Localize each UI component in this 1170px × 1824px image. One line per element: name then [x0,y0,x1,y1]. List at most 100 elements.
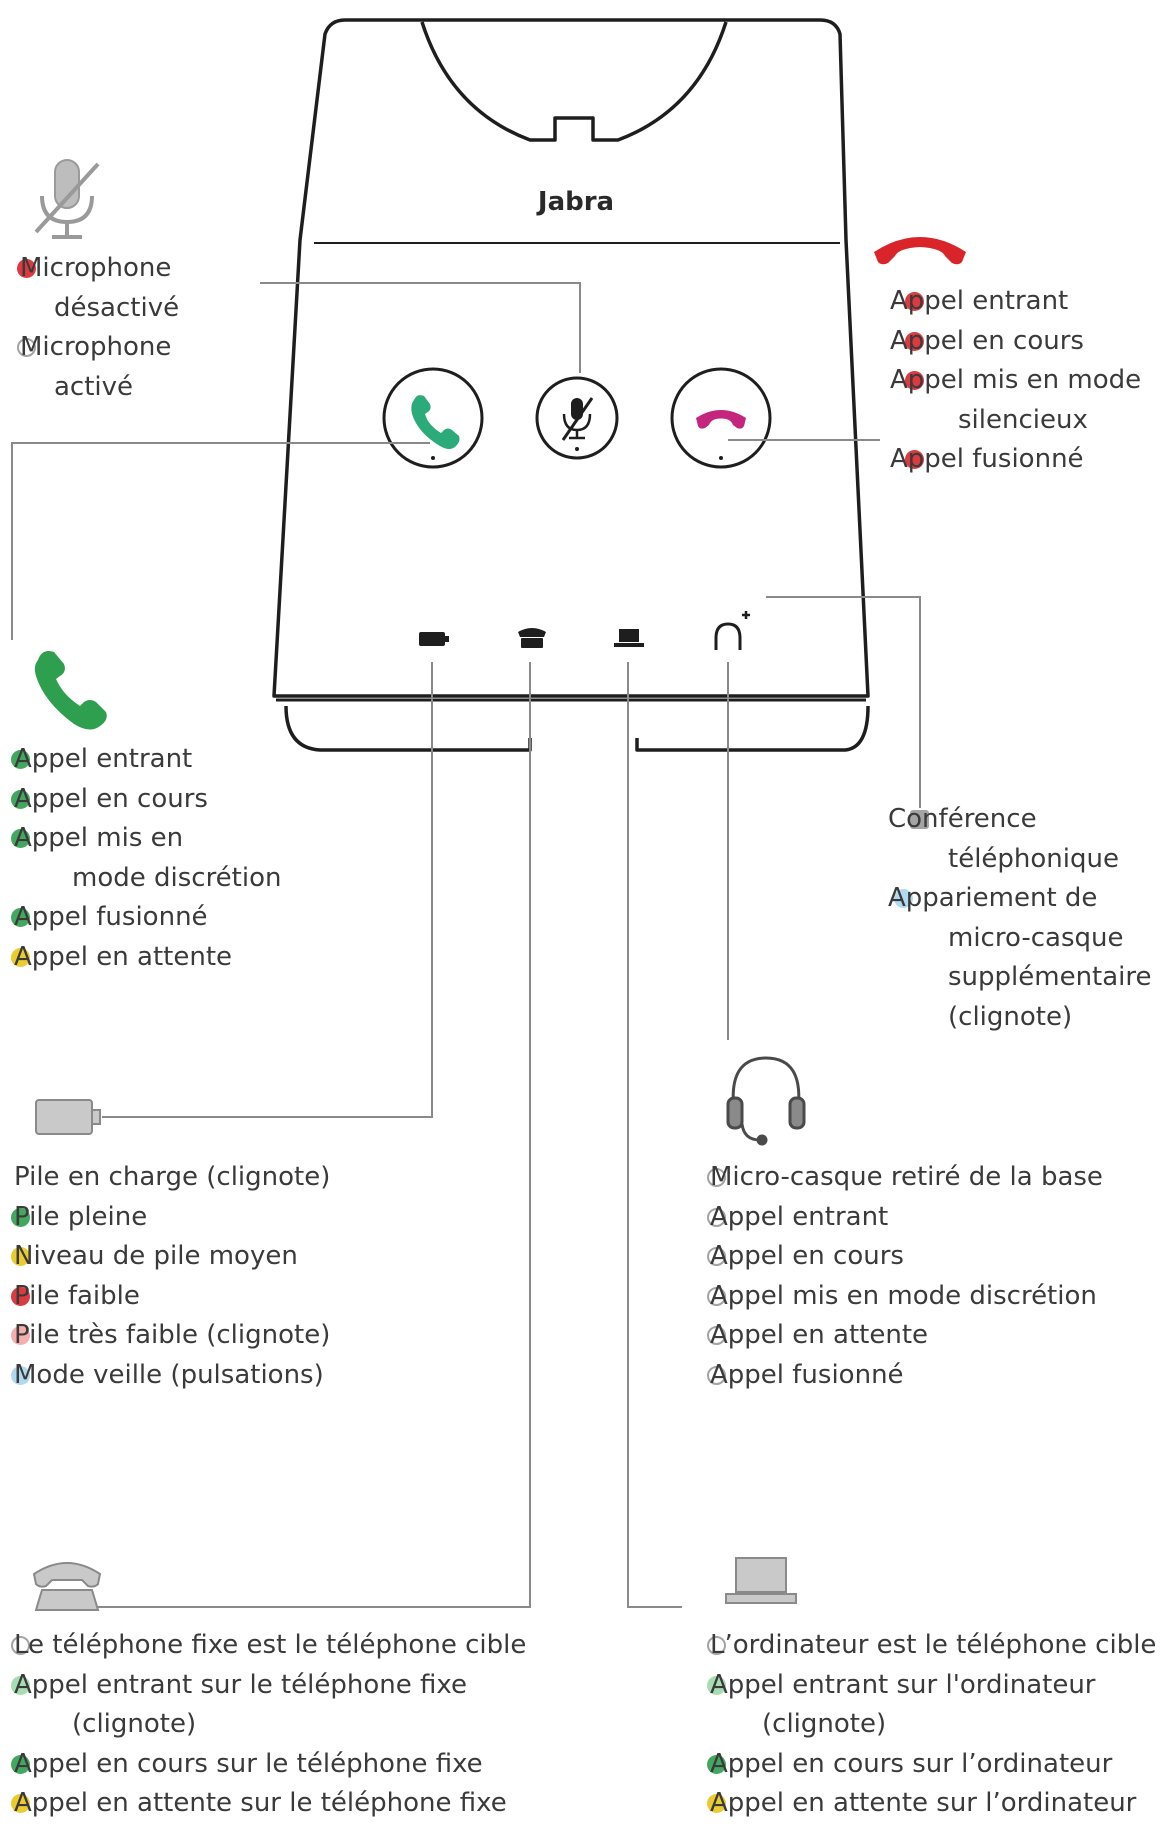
legend-item: Conférence téléphonique [888,804,1119,874]
headset-indicator-icon [714,611,750,650]
led-red [11,1286,30,1306]
legend-item: Appel en cours sur le téléphone fixe [11,1745,526,1785]
led-red [17,259,36,278]
legend-item: Microphone activé [17,328,179,407]
legend-item: Appel fusionné [11,898,282,938]
deskphone-legend-icon [32,1562,102,1611]
base-station-outline [272,18,870,698]
headset-cradle [420,21,728,142]
legend-item: Micro-casque retiré de la base [707,1158,1103,1198]
led-off [707,1286,726,1306]
led-gray [910,810,929,829]
led-yellow [707,1794,726,1813]
led-red [905,371,924,390]
led-green [11,750,30,769]
legend-item: Le téléphone fixe est le téléphone cible [11,1626,526,1666]
led-green [11,1207,30,1227]
led-off [17,338,36,357]
mute-button [535,376,619,460]
right-foot [635,705,870,752]
legend-item: Mode veille (pulsations) [11,1356,330,1396]
legend-item: Appel fusionné [707,1356,1103,1396]
led-green [11,829,30,848]
legend-item: Pile pleine [11,1198,330,1238]
legend-item: Appel en cours [11,780,282,820]
led-green [11,1754,30,1774]
legend-item: Appel en cours sur l’ordinateur [707,1745,1156,1785]
deskphone-leader [98,662,531,1608]
base-station [272,18,870,752]
legend-item: Pile faible [11,1277,330,1317]
legend-answer-call: Appel entrant Appel en cours Appel mis e… [11,740,282,978]
led-yellow [11,1247,30,1266]
led-red [905,331,924,351]
legend-item: Appel entrant sur le téléphone fixe (cli… [11,1666,526,1745]
led-red [905,450,924,469]
battery-leader [102,662,433,1118]
legend-item: Appel en attente [707,1316,1103,1356]
legend-item: Appel en cours [890,325,1084,356]
legend-item: Appel fusionné [890,444,1084,474]
legend-item: Appel en attente sur le téléphone fixe [11,1784,526,1824]
end-call-button [670,367,772,469]
legend-item: Appel mis en mode discrétion [11,819,282,898]
battery-legend-icon [35,1099,101,1135]
legend-item: Microphone désactivé [17,249,179,328]
led-off [11,1636,30,1655]
legend-mic: Microphone désactivé Microphone activé [17,249,179,407]
led-green [707,1754,726,1774]
legend-item: L’ordinateur est le téléphone cible [707,1626,1156,1666]
end-call-icon [696,410,746,429]
legend-headset: Micro-casque retiré de la base Appel ent… [707,1158,1103,1396]
legend-item: Appel en attente sur l’ordinateur [707,1784,1156,1824]
legend-item: Appel entrant [707,1198,1103,1238]
green-handset-icon [34,651,107,730]
led-red [905,292,924,311]
legend-item: Appel entrant sur l'ordinateur (clignote… [707,1666,1156,1745]
legend-item: Appel entrant [890,286,1069,316]
legend-end-call: Appel entrant Appel en cours Appel mis e… [890,282,1141,480]
legend-battery: Pile en charge (clignote) Pile pleine Ni… [11,1158,331,1396]
muted-microphone-icon [34,159,100,239]
led-off [707,1365,726,1385]
legend-item: Appel mis en mode discrétion [707,1277,1103,1317]
headset-legend-icon [726,1056,806,1146]
legend-item: Niveau de pile moyen [11,1237,330,1277]
led-light-blue [11,1365,30,1385]
legend-item: Appel mis en mode silencieux [890,365,1142,435]
led-off [707,1207,726,1227]
legend-item: Appariement de micro-casque supplémentai… [888,883,1152,1032]
led-off [707,1168,726,1187]
answer-leader [11,442,430,640]
legend-deskphone: Le téléphone fixe est le téléphone cible… [11,1626,526,1824]
laptop-legend-icon [725,1557,797,1604]
answer-call-button [382,367,484,469]
led-off [707,1636,726,1655]
brand-logo: Jabra [536,187,614,217]
legend-item: Appel en attente [11,938,282,978]
legend-item: Pile très faible (clignote) [11,1316,330,1356]
legend-item: Pile en charge (clignote) [14,1162,331,1192]
computer-indicator-icon [614,629,644,647]
legend-conference: Conférence téléphonique Appariement de m… [888,800,1158,1037]
red-end-call-icon [874,237,966,265]
led-light-red [11,1326,30,1345]
led-light-green [707,1675,726,1695]
mute-icon [561,397,594,441]
computer-leader [627,662,682,1608]
led-off [707,1326,726,1345]
leader-lines [11,282,921,1608]
legend-item: Appel entrant [11,740,282,780]
led-green [11,789,30,809]
conference-leader [766,596,921,808]
legend-computer: L’ordinateur est le téléphone cible Appe… [707,1626,1156,1824]
answer-call-icon [411,395,460,449]
led-blue [894,889,913,908]
led-green [11,908,30,927]
battery-indicator-icon [419,632,449,646]
led-yellow [11,1794,30,1813]
led-light-green [11,1675,30,1695]
left-foot [284,705,532,752]
